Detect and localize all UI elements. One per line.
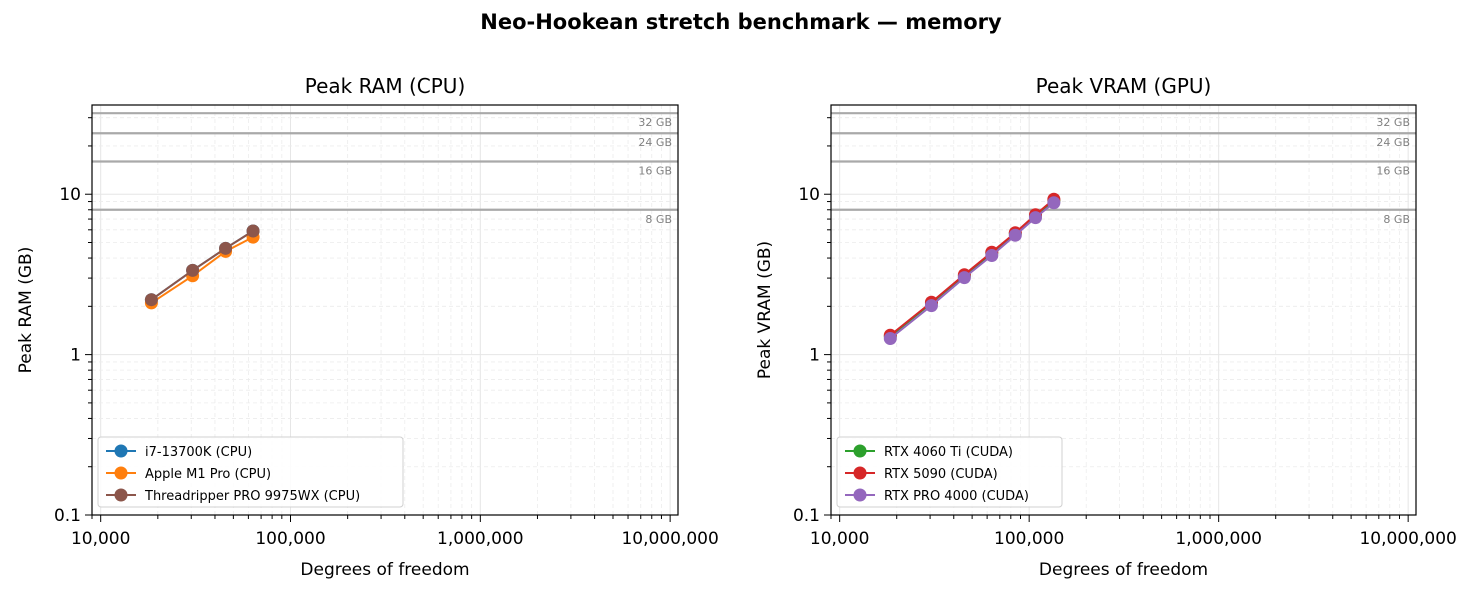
legend-label: RTX 4060 Ti (CUDA): [884, 445, 1013, 460]
legend-marker: [853, 488, 867, 502]
x-tick-label: 10,000: [71, 529, 130, 549]
series-line: [150, 236, 254, 304]
data-point: [219, 241, 233, 255]
x-tick-label: 1,000,000: [437, 529, 524, 549]
plot-area: [92, 105, 678, 515]
panel-1: 8 GB 16 GB 24 GB 32 GB 10,000 100,000 1,000,00…: [16, 74, 719, 580]
data-point: [1028, 211, 1042, 225]
plot-frame: [830, 104, 1417, 516]
legend-marker: [114, 488, 128, 502]
legend-label: Apple M1 Pro (CPU): [145, 467, 271, 482]
figure-title: Neo-Hookean stretch benchmark — memory: [480, 10, 1002, 34]
legend-box: [97, 436, 404, 508]
data-point: [1047, 196, 1061, 210]
data-point: [957, 271, 971, 285]
y-tick-label: 0.1: [54, 506, 81, 526]
x-tick-label: 100,000: [994, 529, 1064, 549]
reference-line-label: 16 GB: [638, 164, 672, 177]
legend-marker: [853, 444, 867, 458]
legend-label: RTX PRO 4000 (CUDA): [884, 489, 1029, 504]
reference-line-label: 24 GB: [638, 136, 672, 149]
x-tick-label: 1,000,000: [1175, 529, 1262, 549]
legend: i7-13700K (CPU) Apple M1 Pro (CPU) Threadr…: [97, 436, 404, 508]
legend-marker: [114, 444, 128, 458]
y-tick-label: 1: [809, 346, 820, 366]
reference-line-label: 32 GB: [1376, 116, 1410, 129]
reference-line-label: 24 GB: [1376, 136, 1410, 149]
panel-2: 8 GB 16 GB 24 GB 32 GB 10,000 100,000 1,000,00…: [755, 74, 1457, 580]
x-axis-label: Degrees of freedom: [1039, 560, 1208, 580]
reference-line-label: 32 GB: [638, 116, 672, 129]
x-tick-label: 10,000,000: [1359, 529, 1456, 549]
panel-title: Peak VRAM (GPU): [1036, 74, 1212, 98]
x-tick-label: 100,000: [255, 529, 325, 549]
y-axis-label: Peak VRAM (GB): [755, 241, 775, 379]
series-line: [150, 230, 254, 301]
reference-line-label: 16 GB: [1376, 164, 1410, 177]
x-axis-label: Degrees of freedom: [300, 560, 469, 580]
legend-label: Threadripper PRO 9975WX (CPU): [144, 489, 360, 504]
reference-line-label: 8 GB: [645, 213, 672, 226]
y-tick-label: 0.1: [793, 506, 820, 526]
legend-label: RTX 5090 (CUDA): [884, 467, 998, 482]
data-point: [186, 263, 200, 277]
data-point: [246, 224, 260, 238]
x-tick-label: 10,000,000: [621, 529, 718, 549]
panel-title: Peak RAM (CPU): [305, 74, 466, 98]
legend-marker: [114, 466, 128, 480]
plot-area: [831, 105, 1416, 515]
legend-marker: [853, 466, 867, 480]
reference-line-label: 8 GB: [1383, 213, 1410, 226]
legend-label: i7-13700K (CPU): [145, 445, 252, 460]
legend: RTX 4060 Ti (CUDA) RTX 5090 (CUDA) RTX PRO…: [836, 436, 1063, 508]
legend-box: [836, 436, 1063, 508]
data-point: [985, 248, 999, 262]
y-axis-label: Peak RAM (GB): [16, 247, 36, 374]
data-point: [144, 293, 158, 307]
x-tick-label: 10,000: [810, 529, 869, 549]
data-point: [883, 332, 897, 346]
y-tick-label: 10: [59, 185, 81, 205]
y-tick-label: 10: [798, 185, 820, 205]
y-tick-label: 1: [70, 346, 81, 366]
data-point: [1008, 228, 1022, 242]
data-point: [924, 299, 938, 313]
plot-frame: [91, 104, 679, 516]
